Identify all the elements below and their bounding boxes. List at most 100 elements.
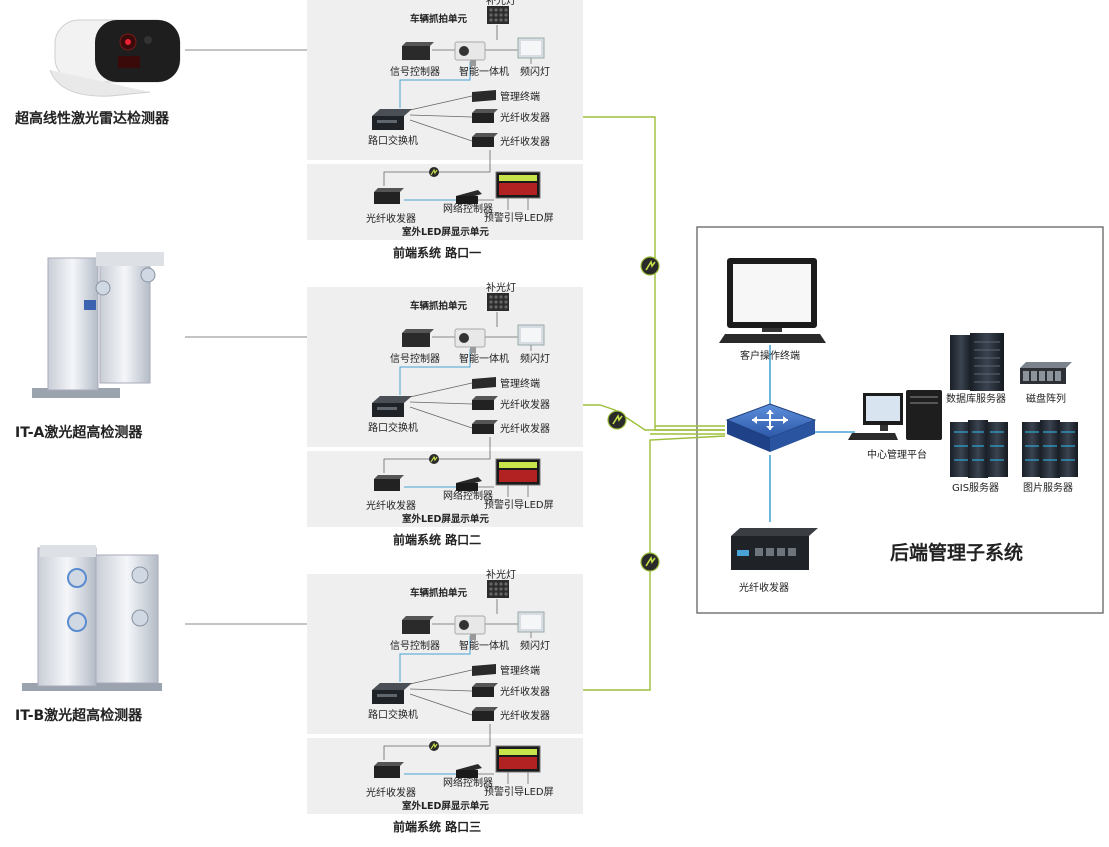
fiber-transceiver-icon [472, 683, 498, 697]
intersection-switch-label: 路口交换机 [368, 708, 418, 721]
network-controller-label: 网络控制器 [443, 202, 493, 215]
network-controller-icon [456, 477, 482, 491]
backend-title: 后端管理子系统 [890, 541, 1023, 564]
fiber-transceiver-icon [731, 528, 818, 570]
strobe-light-icon [517, 324, 545, 351]
camera-icon [454, 328, 486, 353]
led-fiber-transceiver-label: 光纤收发器 [366, 499, 416, 512]
workstation-icon [848, 390, 942, 440]
signal-controller-label: 信号控制器 [390, 65, 440, 78]
lightning-icon [429, 454, 439, 464]
fill-light-icon [487, 580, 509, 598]
strobe-light-label: 频闪灯 [520, 639, 550, 652]
intersection-switch-label: 路口交换机 [368, 421, 418, 434]
disk-array-label: 磁盘阵列 [1026, 392, 1066, 405]
fiber-transceiver-icon [472, 396, 498, 410]
fiber-transceiver-label: 光纤收发器 [500, 422, 550, 435]
management-terminal-label: 管理终端 [500, 90, 540, 103]
disk-array-icon [1020, 362, 1072, 384]
network-controller-label: 网络控制器 [443, 776, 493, 789]
led-screen-label: 预警引导LED屏 [484, 211, 554, 224]
front-system-group: 补光灯车辆抓拍单元信号控制器智能一体机频闪灯路口交换机管理终端光纤收发器光纤收发… [307, 281, 583, 547]
database-server-label: 数据库服务器 [946, 392, 1006, 405]
fiber-transceiver-label: 光纤收发器 [500, 685, 550, 698]
server-rack-icon [950, 420, 1008, 478]
front-system-group: 补光灯车辆抓拍单元信号控制器智能一体机频闪灯路口交换机管理终端光纤收发器光纤收发… [307, 568, 583, 834]
management-terminal-label: 管理终端 [500, 377, 540, 390]
strobe-light-icon [517, 37, 545, 64]
client-terminal-label: 客户操作终端 [740, 349, 800, 362]
smart-camera-label: 智能一体机 [459, 639, 509, 652]
signal-controller-icon [402, 42, 434, 60]
capture-unit-title: 车辆抓拍单元 [410, 300, 468, 312]
monitor-icon [719, 258, 826, 343]
fiber-transceiver-icon [472, 133, 498, 147]
led-unit-title: 室外LED屏显示单元 [402, 800, 489, 812]
camera-icon [454, 615, 486, 640]
strobe-light-icon [517, 611, 545, 638]
central-platform-label: 中心管理平台 [867, 448, 927, 461]
lightning-icon [607, 410, 627, 430]
server-rack-icon [1022, 420, 1078, 478]
fiber-transceiver-icon [374, 475, 404, 491]
fiber-transceiver-icon [374, 188, 404, 204]
intersection-switch-label: 路口交换机 [368, 134, 418, 147]
fill-light-label: 补光灯 [486, 281, 516, 294]
network-links [769, 345, 855, 522]
signal-controller-icon [402, 329, 434, 347]
gis-server-label: GIS服务器 [952, 481, 999, 494]
backend-fiber-transceiver-label: 光纤收发器 [739, 581, 789, 594]
led-screen-label: 预警引导LED屏 [484, 785, 554, 798]
management-terminal-label: 管理终端 [500, 664, 540, 677]
strobe-light-label: 频闪灯 [520, 65, 550, 78]
led-fiber-transceiver-label: 光纤收发器 [366, 212, 416, 225]
lidar-detector-image [49, 19, 181, 97]
fiber-transceiver-icon [472, 109, 498, 123]
led-unit-title: 室外LED屏显示单元 [402, 226, 489, 238]
fiber-transceiver-label: 光纤收发器 [500, 709, 550, 722]
front-system-title: 前端系统 路口二 [393, 532, 481, 547]
led-screen-icon [495, 745, 541, 784]
network-switch-icon [372, 683, 412, 704]
capture-unit-title: 车辆抓拍单元 [410, 587, 468, 599]
fiber-transceiver-icon [472, 707, 498, 721]
signal-controller-icon [402, 616, 434, 634]
front-system-title: 前端系统 路口一 [393, 245, 481, 260]
server-rack-icon [950, 333, 1004, 391]
fiber-transceiver-label: 光纤收发器 [500, 111, 550, 124]
detector-label: IT-A激光超高检测器 [15, 424, 143, 441]
fiber-transceiver-label: 光纤收发器 [500, 135, 550, 148]
led-fiber-transceiver-label: 光纤收发器 [366, 786, 416, 799]
fill-light-icon [487, 6, 509, 24]
network-switch-icon [372, 109, 412, 130]
front-system-title: 前端系统 路口三 [393, 819, 481, 834]
led-unit-title: 室外LED屏显示单元 [402, 513, 489, 525]
smart-camera-label: 智能一体机 [459, 352, 509, 365]
network-controller-label: 网络控制器 [443, 489, 493, 502]
led-screen-label: 预警引导LED屏 [484, 498, 554, 511]
smart-camera-label: 智能一体机 [459, 65, 509, 78]
capture-unit-title: 车辆抓拍单元 [410, 13, 468, 25]
signal-controller-label: 信号控制器 [390, 352, 440, 365]
detector-label: IT-B激光超高检测器 [15, 707, 143, 724]
terminal-icon [472, 377, 496, 389]
led-screen-icon [495, 458, 541, 497]
front-system-group: 补光灯车辆抓拍单元信号控制器智能一体机频闪灯路口交换机管理终端光纤收发器光纤收发… [307, 0, 583, 260]
it-b-detector-image [22, 545, 162, 691]
fiber-transceiver-label: 光纤收发器 [500, 398, 550, 411]
led-screen-icon [495, 171, 541, 210]
fiber-transceiver-icon [374, 762, 404, 778]
network-controller-icon [456, 190, 482, 204]
lightning-icon [429, 167, 439, 177]
device-links [399, 636, 471, 775]
fiber-transceiver-icon [472, 420, 498, 434]
detector-label: 超高线性激光雷达检测器 [14, 110, 170, 127]
it-a-detector-image [32, 252, 164, 398]
strobe-light-label: 频闪灯 [520, 352, 550, 365]
fill-light-icon [487, 293, 509, 311]
lightning-icon [640, 256, 660, 276]
fill-light-label: 补光灯 [486, 568, 516, 581]
terminal-icon [472, 90, 496, 102]
lightning-icon [429, 741, 439, 751]
